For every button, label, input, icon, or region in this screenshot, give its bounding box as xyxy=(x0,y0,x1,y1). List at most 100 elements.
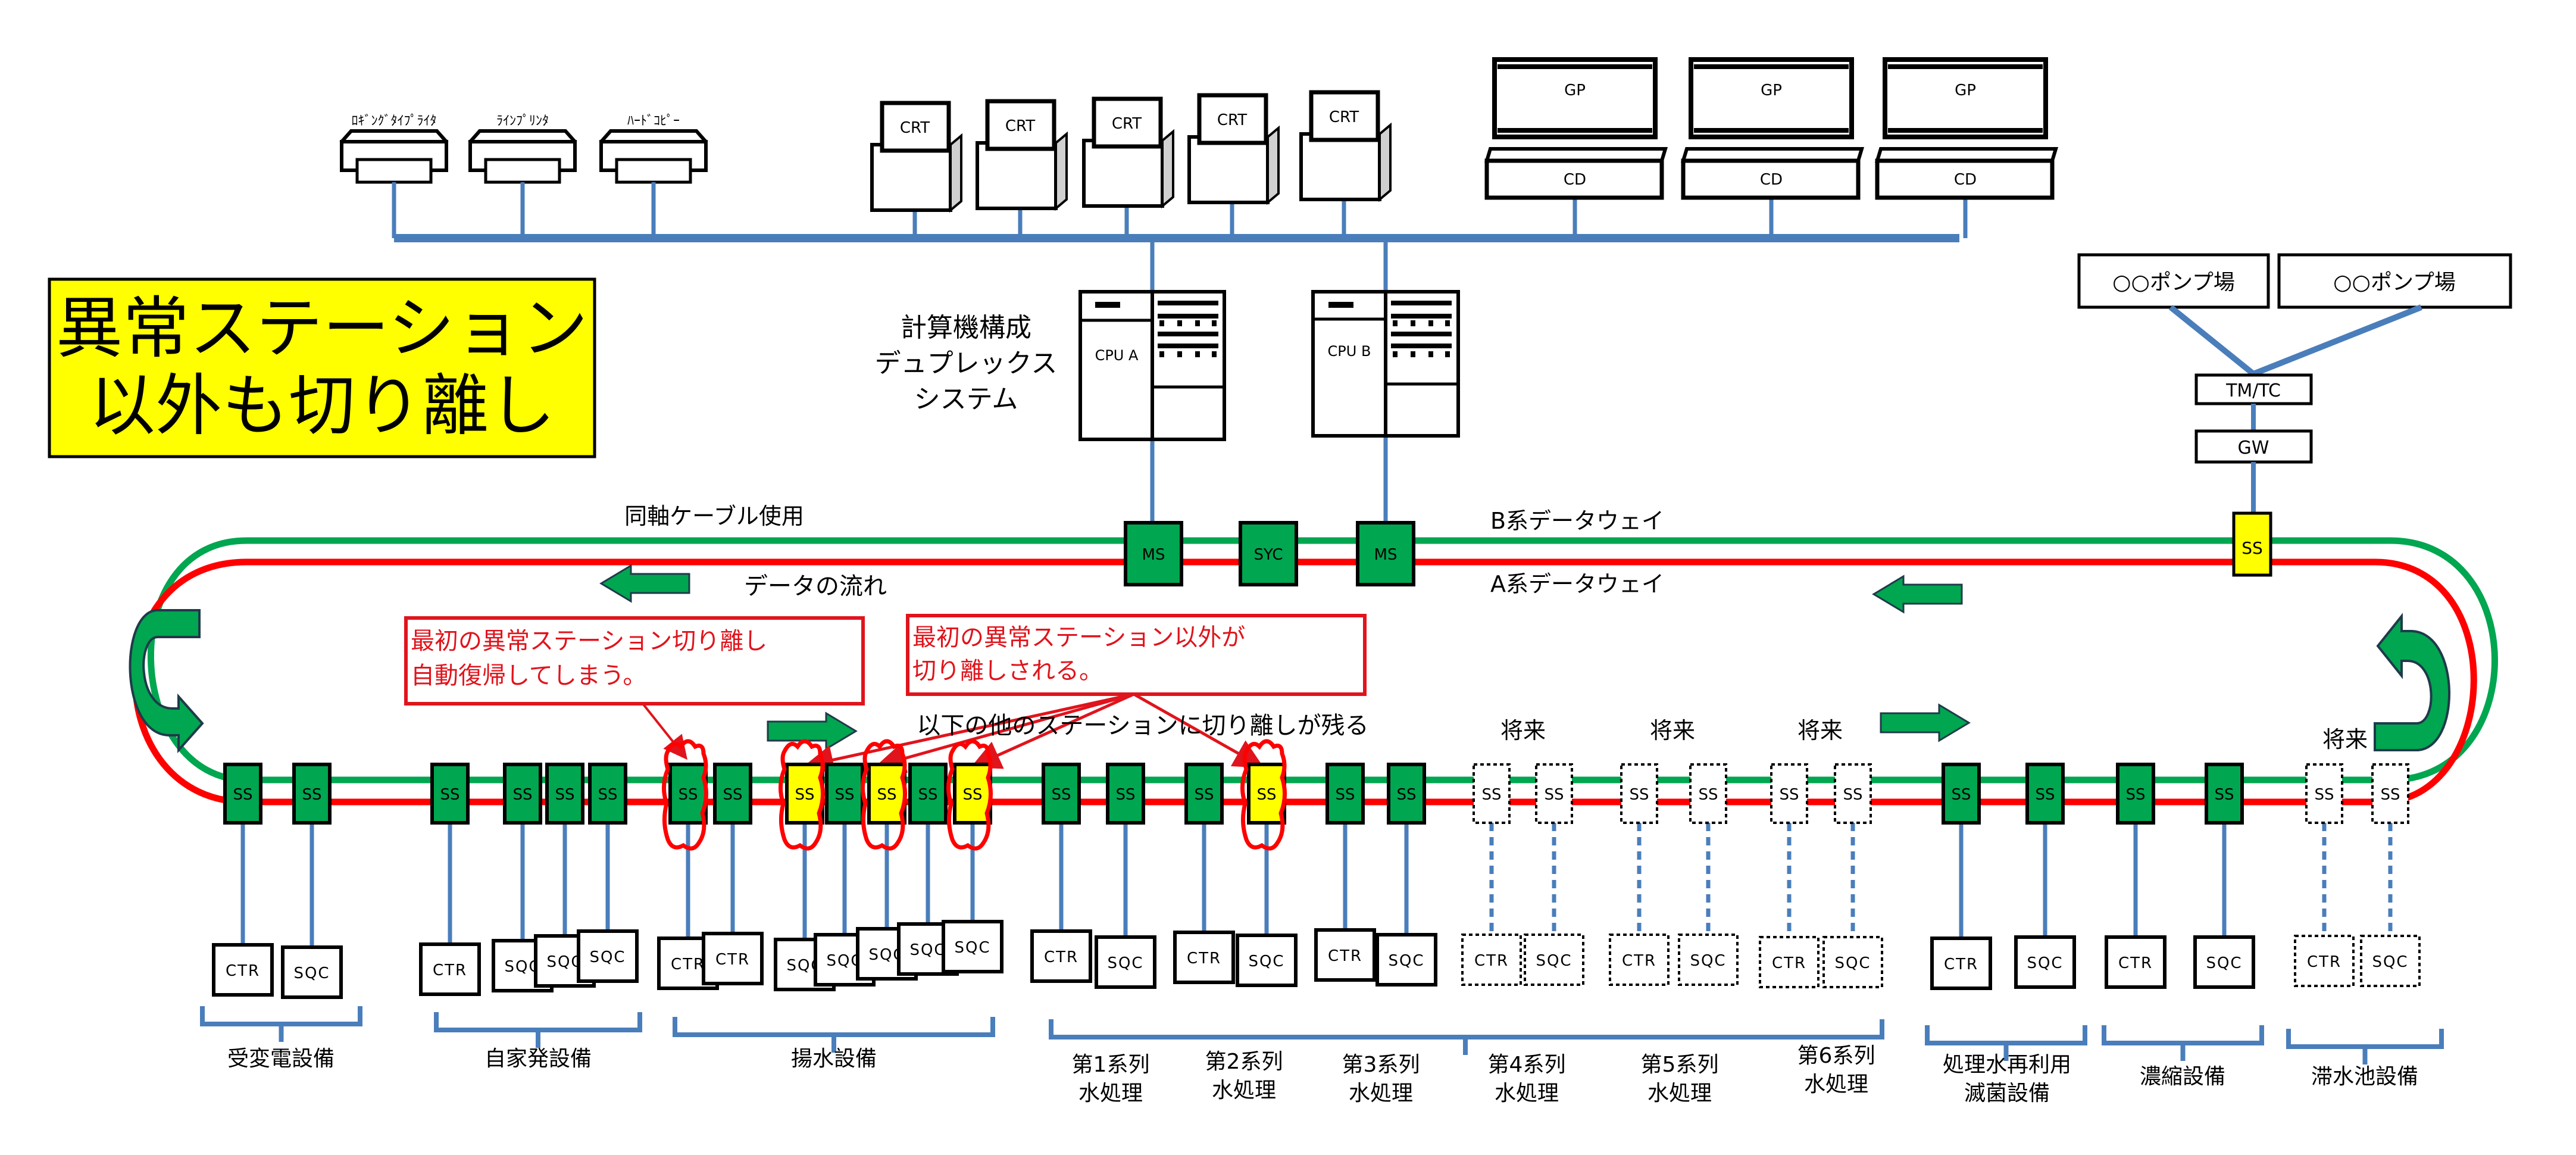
terminal-label: CTR xyxy=(1328,947,1362,965)
caption-line-2: デュプレックス xyxy=(875,348,1058,379)
terminal-box xyxy=(1524,934,1584,986)
crt-base xyxy=(976,141,1058,210)
fault-marker-icon xyxy=(779,739,825,851)
pump-link xyxy=(2252,304,2422,377)
station-box xyxy=(2116,763,2155,825)
computer-caption: 計算機構成 デュプレックス システム xyxy=(875,313,1058,414)
remaining-disconnect-note: 以下の他のステーションに切り離しが残る xyxy=(917,712,1368,739)
terminal-box xyxy=(1095,935,1156,989)
terminal-box xyxy=(1609,934,1670,986)
terminal-box xyxy=(2105,935,2167,989)
cd-label: CD xyxy=(1954,171,1977,189)
terminal-box xyxy=(942,920,1003,973)
crt-base xyxy=(1187,135,1270,204)
station-label: SS xyxy=(302,786,321,804)
terminal-box xyxy=(1314,928,1376,982)
master-station-label: MS xyxy=(1142,546,1165,564)
station-box xyxy=(1387,763,1426,825)
station-label: SS xyxy=(598,786,617,804)
terminal-label: CTR xyxy=(433,962,467,979)
caption-line-3: システム xyxy=(914,384,1018,414)
u-turn-arrow-icon xyxy=(129,609,204,754)
terminal-box xyxy=(2193,935,2255,989)
group-label: 水処理 xyxy=(1495,1081,1559,1106)
crt-monitor-icon xyxy=(880,101,951,153)
equipment-group: 受変電設備 xyxy=(200,1006,362,1071)
group-label: 第3系列 xyxy=(1342,1053,1420,1077)
terminal-box xyxy=(2360,935,2421,987)
station-label: SS xyxy=(1256,786,1276,804)
crt-base xyxy=(1299,132,1381,201)
gp-label: GP xyxy=(1564,82,1586,99)
station-box xyxy=(2205,763,2244,825)
crt-label: CRT xyxy=(1005,117,1035,135)
cpu-b-panel xyxy=(1391,314,1452,319)
terminal-label: SQC xyxy=(826,952,862,970)
terminal-label: CTR xyxy=(715,951,750,969)
cpu-a-leds xyxy=(1159,320,1217,357)
cpu-a: CPU A xyxy=(1078,290,1226,441)
fault-marker-icon xyxy=(1240,739,1287,851)
gp-display-icon xyxy=(1492,57,1658,139)
station-label: SS xyxy=(1396,786,1416,804)
group-label: 水処理 xyxy=(1212,1078,1276,1103)
group-label: 自家発設備 xyxy=(484,1047,592,1071)
station-label: SS xyxy=(962,786,982,804)
flow-arrows xyxy=(129,564,2451,754)
crt-terminal: CRT xyxy=(976,99,1068,238)
printer: ﾗｲﾝﾌﾟﾘﾝﾀ xyxy=(468,114,577,238)
slave-stations: CTRSSSQCSSCTRSSSQCSSSQCSSSQCSSCTRSSCTRSS… xyxy=(212,739,2421,999)
crt-label: CRT xyxy=(1112,115,1142,133)
station-box xyxy=(1535,763,1573,824)
station-box xyxy=(430,763,470,825)
station-label: SS xyxy=(834,786,854,804)
fault-marker-icon xyxy=(861,739,907,851)
master-station: MS xyxy=(1124,521,1183,586)
callout-pointer xyxy=(642,703,687,760)
cpu-a-slot xyxy=(1095,302,1120,308)
group-label: 処理水再利用 xyxy=(1943,1053,2071,1077)
station-label: SS xyxy=(512,786,532,804)
master-station-label: MS xyxy=(1374,546,1398,564)
station-label: SS xyxy=(2314,786,2334,804)
arrow-left-icon xyxy=(1872,575,1963,614)
terminal-box xyxy=(577,929,639,983)
future-labels: 将来将来将来将来 xyxy=(1500,717,2368,753)
callout-auto-recovery: 最初の異常ステーション切り離し 自動復帰してしまう。 xyxy=(404,616,865,760)
equipment-group: 滞水池設備 xyxy=(2286,1029,2444,1089)
terminal-box xyxy=(1759,936,1820,988)
station-box xyxy=(1834,763,1872,824)
group-label: 第4系列 xyxy=(1488,1053,1566,1077)
station-box xyxy=(2371,763,2409,824)
cd-desk-icon xyxy=(1484,158,1664,200)
crt-monitor-icon xyxy=(985,99,1056,151)
group-bracket xyxy=(673,1017,995,1053)
pump-station-label: ○○ポンプ場 xyxy=(2333,270,2456,295)
equipment-group: 自家発設備 xyxy=(434,1012,642,1071)
gp-display-bezel xyxy=(1694,64,1849,69)
terminal-label: CTR xyxy=(226,962,260,980)
master-station-box xyxy=(1356,521,1415,586)
station-box xyxy=(1942,763,1981,825)
group-label: 滞水池設備 xyxy=(2311,1065,2418,1089)
